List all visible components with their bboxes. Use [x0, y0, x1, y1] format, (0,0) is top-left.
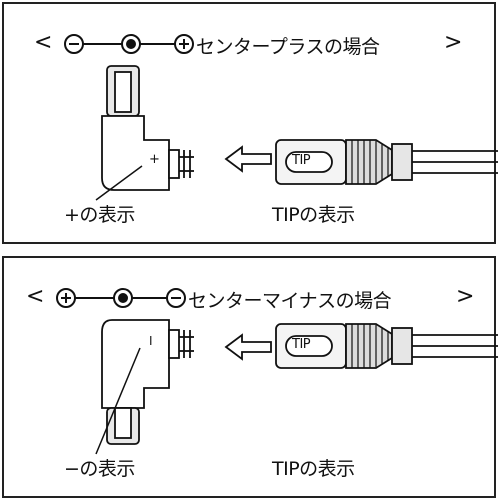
tip-label: TIPの表示 — [272, 458, 355, 480]
open-bracket: < — [34, 30, 52, 55]
close-bracket: > — [456, 284, 474, 309]
label-pointer — [95, 165, 143, 201]
tip-badge: TIP — [292, 153, 311, 168]
center-minus-panel: < センターマイナスの場合 > I TIP −の表示 TIPの表示 — [2, 256, 498, 498]
right-angle-plug-icon — [101, 319, 194, 445]
plug-label: +の表示 — [64, 204, 135, 226]
center-pin-icon — [126, 39, 136, 49]
open-bracket: < — [26, 284, 44, 309]
left-arrow-icon — [224, 145, 272, 173]
center-plus-diagram — [64, 34, 498, 201]
cable-connector-icon — [275, 139, 498, 185]
close-bracket: > — [444, 30, 462, 55]
plug-polarity-mark: + — [149, 152, 160, 167]
panel-heading: センタープラスの場合 — [196, 36, 380, 58]
left-arrow-icon — [224, 333, 272, 361]
plug-polarity-mark: I — [149, 334, 153, 348]
center-minus-diagram — [56, 288, 498, 455]
plus-terminal-icon — [174, 34, 194, 54]
tip-label: TIPの表示 — [272, 204, 355, 226]
center-pin-icon — [118, 293, 128, 303]
minus-terminal-icon — [166, 288, 186, 308]
center-plus-panel: < センタープラスの場合 > + TIP +の表示 TIPの表示 — [2, 2, 498, 244]
right-angle-plug-icon — [101, 65, 194, 191]
polarity-symbol — [56, 288, 186, 308]
cable-connector-icon — [275, 323, 498, 369]
tip-badge: TIP — [292, 337, 311, 352]
panel-heading: センターマイナスの場合 — [188, 290, 392, 312]
plug-label: −の表示 — [64, 458, 135, 480]
polarity-symbol — [64, 34, 194, 54]
label-pointer — [95, 347, 141, 455]
